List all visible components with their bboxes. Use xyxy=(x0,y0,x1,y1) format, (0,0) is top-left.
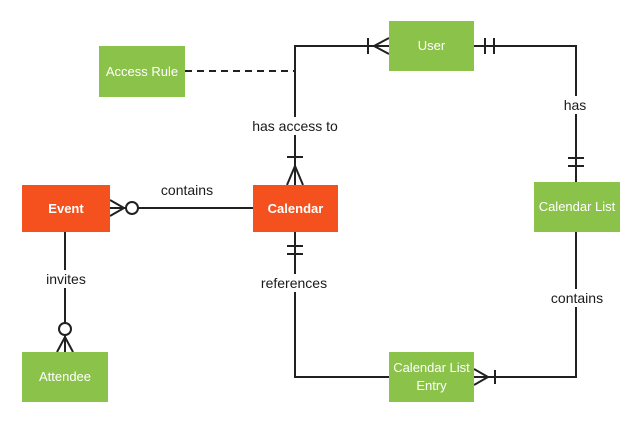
relationship-label-has-access-to: has access to xyxy=(248,117,342,135)
cardinality-zero-circle-icon xyxy=(58,322,72,336)
entity-user-label: User xyxy=(417,38,446,54)
crows-foot-many-icon xyxy=(56,334,74,353)
entity-event-label: Event xyxy=(48,200,84,216)
connector-has xyxy=(474,38,584,182)
entity-calendar-list-entry-label: Calendar List Entry xyxy=(393,360,470,393)
connector-references xyxy=(287,232,389,378)
relationship-label-has: has xyxy=(559,96,591,114)
entity-access-rule-label: Access Rule xyxy=(105,63,179,79)
entity-access-rule: Access Rule xyxy=(99,46,185,97)
cardinality-exactly-one-icon xyxy=(287,245,303,255)
crows-foot-many-icon xyxy=(286,163,304,186)
connector-contains-calendarlist-entry xyxy=(473,232,577,386)
cardinality-exactly-one-icon xyxy=(568,157,584,167)
entity-user: User xyxy=(389,21,474,71)
crows-foot-many-icon xyxy=(109,199,127,217)
cardinality-zero-circle-icon xyxy=(125,201,139,215)
connector-contains-event-calendar xyxy=(109,199,253,217)
entity-attendee-label: Attendee xyxy=(38,369,92,385)
relationship-label-invites: invites xyxy=(42,270,90,288)
relationship-label-contains-left: contains xyxy=(156,181,218,199)
entity-event: Event xyxy=(22,185,110,232)
crows-foot-many-icon xyxy=(371,37,390,55)
entity-calendar-label: Calendar xyxy=(267,200,324,216)
relationship-label-references: references xyxy=(256,274,332,292)
connector-invites xyxy=(56,232,74,353)
crows-foot-many-icon xyxy=(473,368,491,386)
cardinality-exactly-one-icon xyxy=(484,38,495,54)
entity-calendar-list-entry: Calendar List Entry xyxy=(389,352,474,402)
entity-calendar-list-label: Calendar List xyxy=(538,199,616,215)
relationship-label-contains-right: contains xyxy=(546,289,608,307)
entity-calendar-list: Calendar List xyxy=(534,182,620,232)
entity-calendar: Calendar xyxy=(253,185,338,232)
entity-attendee: Attendee xyxy=(22,352,108,402)
connector-has-access-to xyxy=(286,37,390,186)
